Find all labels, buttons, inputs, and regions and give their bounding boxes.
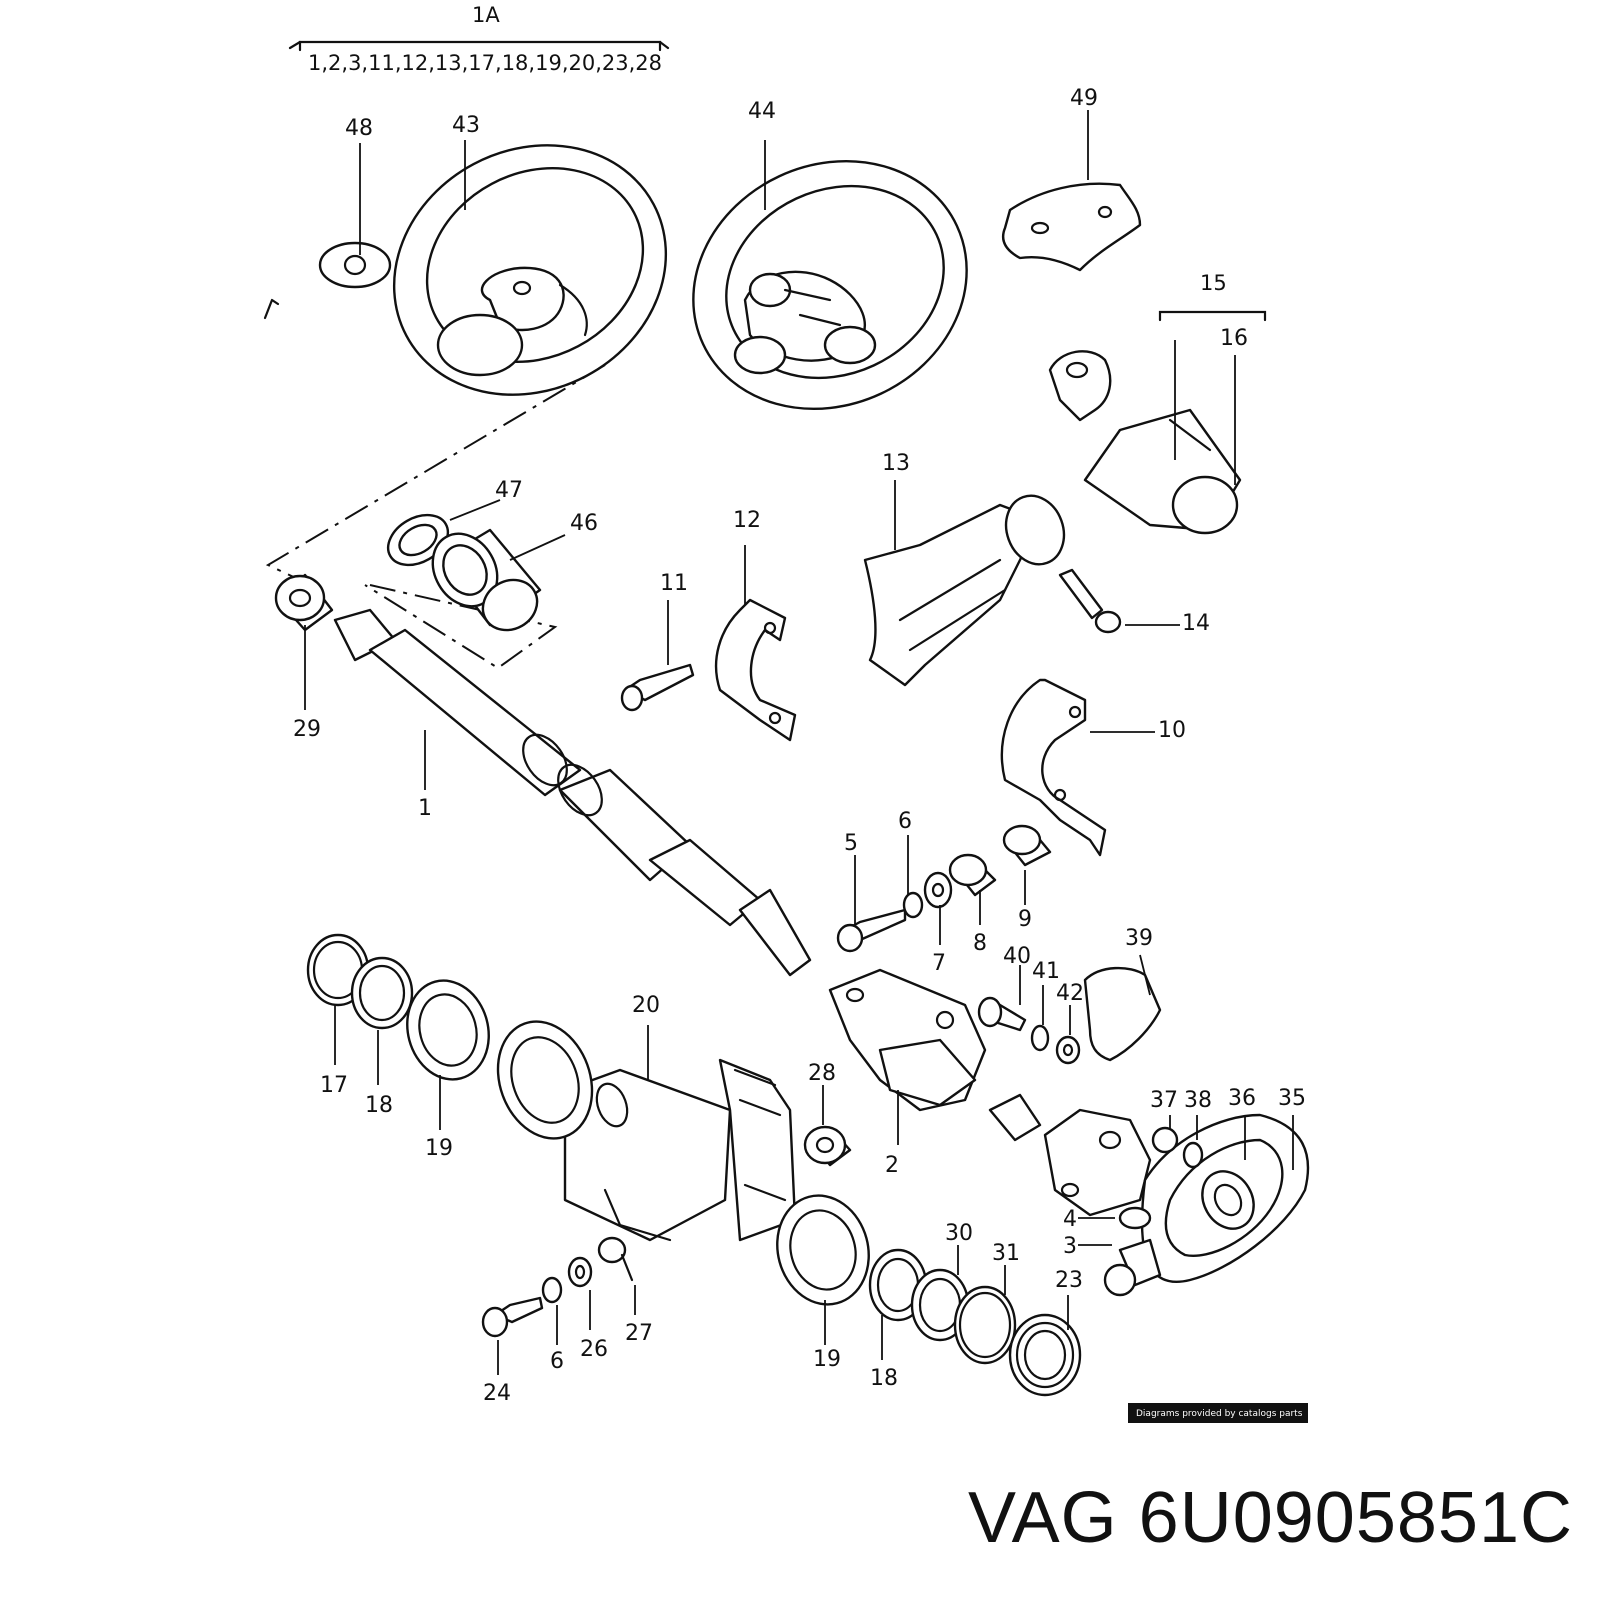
group-title: 1A (472, 3, 500, 27)
label-42: 42 (1056, 981, 1084, 1006)
label-46: 46 (570, 511, 598, 536)
bearing-46 (431, 528, 566, 632)
credit-badge: Diagrams provided by catalogs parts (1128, 1403, 1308, 1423)
label-6a: 6 (898, 809, 912, 834)
screw-14 (1058, 568, 1180, 634)
label-37: 37 (1150, 1088, 1178, 1113)
label-10: 10 (1158, 718, 1186, 743)
group-members: 1,2,3,11,12,13,17,18,19,20,23,28 (308, 51, 662, 75)
label-29: 29 (293, 717, 321, 742)
label-35: 35 (1278, 1086, 1306, 1111)
label-5: 5 (844, 831, 858, 856)
label-16: 16 (1220, 326, 1248, 351)
label-18a: 18 (365, 1093, 393, 1118)
ring-47 (386, 499, 501, 567)
label-4: 4 (1063, 1207, 1077, 1232)
bracket-10 (1000, 678, 1155, 857)
label-18b: 18 (870, 1366, 898, 1391)
label-48: 48 (345, 116, 373, 141)
bolt-11 (620, 600, 695, 712)
label-49: 49 (1070, 86, 1098, 111)
label-36: 36 (1228, 1086, 1256, 1111)
bushing-28 (803, 1085, 852, 1167)
steering-wheel-43 (392, 140, 668, 396)
label-9: 9 (1018, 907, 1032, 932)
label-31: 31 (992, 1241, 1020, 1266)
lower-rings (776, 1194, 1082, 1397)
clamp-12 (714, 545, 797, 742)
boot-39 (1083, 954, 1162, 1062)
label-44: 44 (748, 99, 776, 124)
universal-joint-2 (828, 968, 1042, 1145)
group15-label: 15 (1200, 271, 1227, 295)
label-26: 26 (580, 1337, 608, 1362)
label-12: 12 (733, 508, 761, 533)
cover-49 (1001, 110, 1142, 272)
part-number: VAG 6U0905851C (967, 1478, 1573, 1558)
column-tube-20 (496, 1020, 797, 1242)
ignition-lock-15-16: 15 (1048, 271, 1267, 535)
steering-shaft-1 (333, 608, 812, 977)
label-14: 14 (1182, 611, 1210, 636)
label-3: 3 (1063, 1234, 1077, 1259)
label-17: 17 (320, 1073, 348, 1098)
bolt-set-24-27 (481, 1236, 636, 1375)
label-43: 43 (452, 113, 480, 138)
label-39: 39 (1125, 926, 1153, 951)
label-27: 27 (625, 1321, 653, 1346)
group-header-1a: 1A 1,2,3,11,12,13,17,18,19,20,23,28 (288, 3, 670, 75)
label-41: 41 (1032, 959, 1060, 984)
label-11: 11 (660, 571, 688, 596)
column-housing-13 (863, 480, 1066, 687)
label-7: 7 (932, 951, 946, 976)
label-28: 28 (808, 1061, 836, 1086)
fastener-set-5-9 (836, 824, 1052, 953)
label-30: 30 (945, 1221, 973, 1246)
label-40: 40 (1003, 944, 1031, 969)
cap-29 (274, 573, 334, 710)
label-38: 38 (1184, 1088, 1212, 1113)
label-1: 1 (418, 796, 432, 821)
label-8: 8 (973, 931, 987, 956)
bolt-washer-40-42 (977, 965, 1081, 1065)
bolt-3-4 (1078, 1206, 1162, 1297)
label-6b: 6 (550, 1349, 564, 1374)
label-2: 2 (885, 1153, 899, 1178)
credit-text: Diagrams provided by catalogs parts (1136, 1409, 1303, 1419)
label-13: 13 (882, 451, 910, 476)
flange-joint-35-38 (1043, 1108, 1310, 1283)
rings-17-19 (306, 933, 490, 1130)
label-23: 23 (1055, 1268, 1083, 1293)
horn-pad-part (318, 143, 392, 289)
label-47: 47 (495, 478, 523, 503)
steering-wheel-44 (692, 140, 968, 411)
label-19b: 19 (813, 1347, 841, 1372)
label-20: 20 (632, 993, 660, 1018)
label-19a: 19 (425, 1136, 453, 1161)
callout-labels: 48 43 44 49 16 13 47 46 12 11 14 29 10 1… (293, 86, 1306, 1406)
label-24: 24 (483, 1381, 511, 1406)
